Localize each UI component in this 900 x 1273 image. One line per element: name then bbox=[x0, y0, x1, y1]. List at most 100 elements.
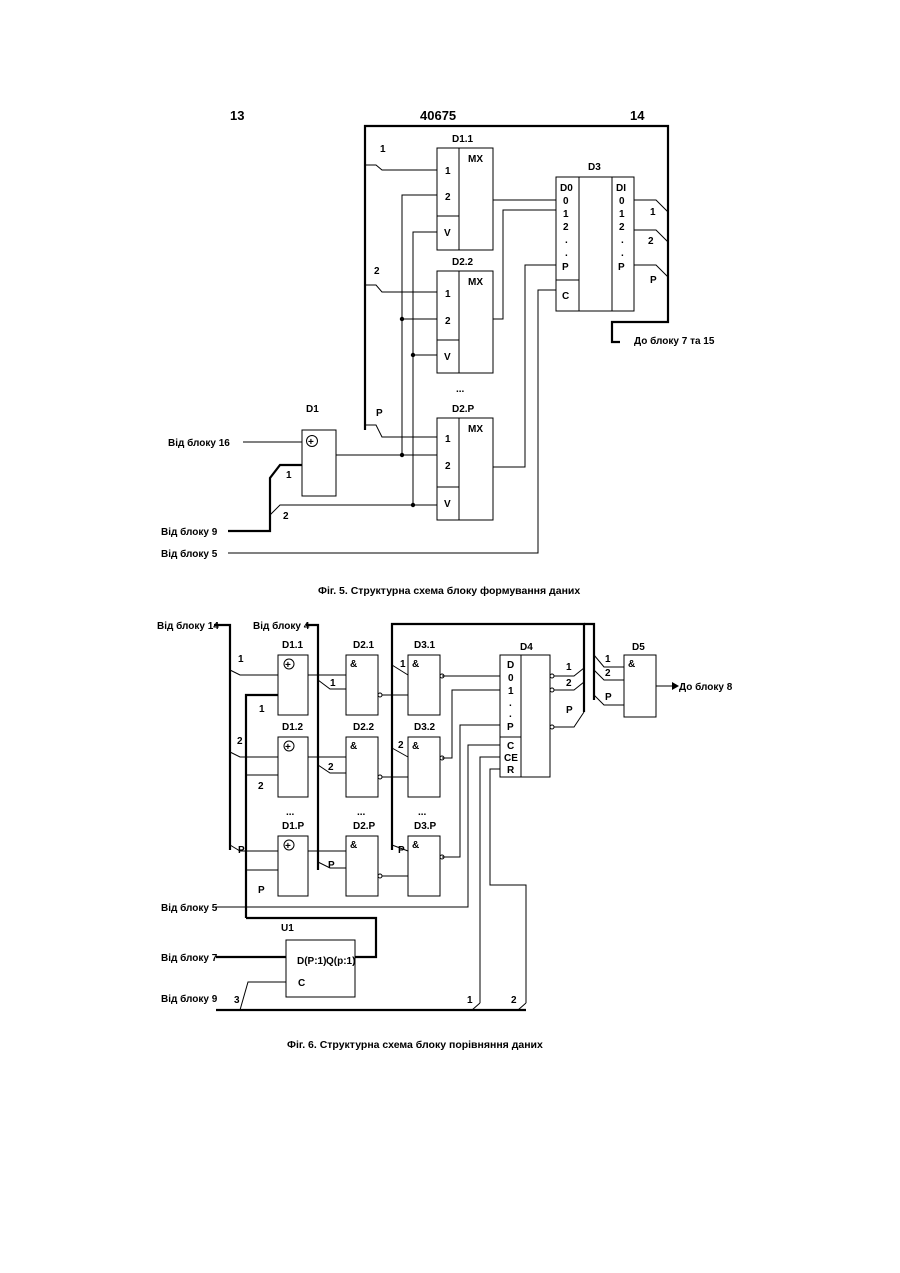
page-number-right: 14 bbox=[630, 108, 645, 123]
and-d2-1: & D2.1 bbox=[346, 640, 382, 715]
source-blk7: Від блоку 7 bbox=[161, 952, 218, 964]
mux-type: MX bbox=[468, 154, 483, 165]
svg-text:D2.P: D2.P bbox=[353, 821, 376, 832]
svg-text:3: 3 bbox=[234, 995, 240, 1006]
svg-text:...: ... bbox=[286, 807, 295, 818]
svg-text:0: 0 bbox=[619, 196, 625, 207]
svg-text:.: . bbox=[621, 235, 624, 246]
svg-text:D3.1: D3.1 bbox=[414, 640, 436, 651]
svg-text:D1.P: D1.P bbox=[282, 821, 305, 832]
svg-text:.: . bbox=[565, 248, 568, 259]
svg-text:C: C bbox=[298, 978, 305, 989]
svg-text:2: 2 bbox=[237, 736, 243, 747]
svg-text:P: P bbox=[238, 845, 245, 856]
xor-d1-1: + D1.1 bbox=[278, 640, 308, 715]
svg-text:D(P:1): D(P:1) bbox=[297, 956, 326, 967]
svg-text:D2.1: D2.1 bbox=[353, 640, 375, 651]
svg-text:+: + bbox=[285, 841, 291, 852]
source-blk5: Від блоку 5 bbox=[161, 548, 218, 560]
source-blk16: Від блоку 16 bbox=[168, 437, 230, 449]
svg-text:U1: U1 bbox=[281, 923, 294, 934]
svg-text:CE: CE bbox=[504, 753, 518, 764]
svg-text:.: . bbox=[565, 235, 568, 246]
figure-6-caption: Фіг. 6. Структурна схема блоку порівнянн… bbox=[287, 1039, 543, 1051]
svg-text:.: . bbox=[509, 709, 512, 720]
svg-text:D1.1: D1.1 bbox=[282, 640, 304, 651]
figure-5: 1 2 P D1.1 MX 1 2 V D2.2 MX 1 2 V ... bbox=[161, 126, 715, 597]
register-name: D3 bbox=[588, 162, 601, 173]
svg-text:&: & bbox=[412, 659, 419, 670]
svg-text:+: + bbox=[285, 660, 291, 671]
mux-v: V bbox=[444, 499, 451, 510]
figure-5-caption: Фіг. 5. Структурна схема блоку формуванн… bbox=[318, 585, 580, 597]
xor-d1-2: + D1.2 bbox=[278, 722, 308, 797]
mux-in1: 1 bbox=[445, 434, 451, 445]
svg-text:1: 1 bbox=[650, 207, 656, 218]
svg-text:P: P bbox=[328, 860, 335, 871]
svg-text:...: ... bbox=[357, 807, 366, 818]
dest-blk8: До блоку 8 bbox=[679, 681, 733, 693]
ellipsis: ... bbox=[456, 384, 465, 395]
source-blk9: Від блоку 9 bbox=[161, 526, 218, 538]
svg-text:2: 2 bbox=[605, 668, 611, 679]
svg-text:D3.2: D3.2 bbox=[414, 722, 436, 733]
svg-text:1: 1 bbox=[563, 209, 569, 220]
svg-text:&: & bbox=[412, 741, 419, 752]
select-line bbox=[402, 195, 437, 455]
arrow-icon bbox=[672, 682, 679, 690]
mux-in2: 2 bbox=[445, 192, 451, 203]
svg-text:P: P bbox=[618, 262, 625, 273]
mux-name: D2.P bbox=[452, 404, 475, 415]
mux-in1: 1 bbox=[445, 166, 451, 177]
mux-v: V bbox=[444, 352, 451, 363]
svg-text:D: D bbox=[507, 660, 514, 671]
mux-type: MX bbox=[468, 277, 483, 288]
svg-text:P: P bbox=[650, 275, 657, 286]
source-blk5: Від блоку 5 bbox=[161, 902, 218, 914]
and-d3-2: & D3.2 bbox=[408, 722, 444, 797]
svg-text:0: 0 bbox=[508, 673, 514, 684]
svg-text:P: P bbox=[566, 705, 573, 716]
and-d3-p: & D3.P bbox=[408, 821, 444, 896]
svg-text:P: P bbox=[398, 845, 405, 856]
mux-name: D2.2 bbox=[452, 257, 474, 268]
xor-in1: 1 bbox=[286, 470, 292, 481]
page-number-left: 13 bbox=[230, 108, 244, 123]
mux-v: V bbox=[444, 228, 451, 239]
svg-text:D3.P: D3.P bbox=[414, 821, 437, 832]
svg-text:2: 2 bbox=[258, 781, 264, 792]
register-d4: D4 D 0 1 . . P C CE R bbox=[500, 642, 554, 777]
xor-d1-p: + D1.P bbox=[278, 821, 308, 896]
xor-symbol: + bbox=[308, 437, 314, 448]
svg-text:1: 1 bbox=[619, 209, 625, 220]
svg-text:Q(p:1): Q(p:1) bbox=[326, 956, 355, 967]
register-d0: D0 bbox=[560, 183, 573, 194]
source-blk4: Від блоку 4 bbox=[253, 620, 310, 632]
mux-d1-1: D1.1 MX 1 2 V bbox=[437, 134, 493, 250]
svg-text:&: & bbox=[350, 741, 357, 752]
svg-text:P: P bbox=[605, 692, 612, 703]
mux-d2-p: D2.P MX 1 2 V bbox=[437, 404, 493, 520]
bus-label-2: 2 bbox=[374, 266, 380, 277]
svg-text:&: & bbox=[350, 659, 357, 670]
svg-text:2: 2 bbox=[398, 740, 404, 751]
svg-text:1: 1 bbox=[467, 995, 473, 1006]
svg-text:2: 2 bbox=[511, 995, 517, 1006]
svg-text:&: & bbox=[350, 840, 357, 851]
register-c: C bbox=[562, 291, 569, 302]
svg-text:C: C bbox=[507, 741, 514, 752]
svg-text:&: & bbox=[412, 840, 419, 851]
svg-text:2: 2 bbox=[619, 222, 625, 233]
bus-tap-1 bbox=[365, 165, 437, 170]
svg-text:1: 1 bbox=[259, 704, 265, 715]
figure-6: Від блоку 14 Від блоку 4 + D1.1 + D1.2 bbox=[157, 620, 733, 1051]
svg-text:.: . bbox=[509, 698, 512, 709]
svg-text:1: 1 bbox=[238, 654, 244, 665]
svg-text:D4: D4 bbox=[520, 642, 533, 653]
bus-label-p: P bbox=[376, 408, 383, 419]
mux-in2: 2 bbox=[445, 461, 451, 472]
svg-text:1: 1 bbox=[400, 659, 406, 670]
svg-text:R: R bbox=[507, 765, 515, 776]
svg-text:D5: D5 bbox=[632, 642, 645, 653]
svg-text:1: 1 bbox=[566, 662, 572, 673]
